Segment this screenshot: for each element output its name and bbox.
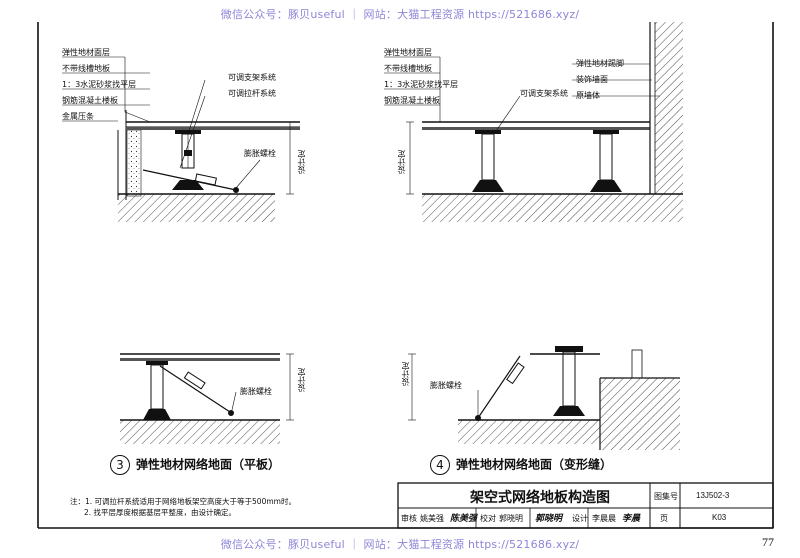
note-line: 2. 找平层厚度根据基层平整度，由设计确定。 xyxy=(84,508,237,517)
design-label: 设计 xyxy=(572,514,588,523)
design-signature: 李晨 xyxy=(622,514,641,524)
detail-1-bolt-label: 膨胀螺栓 xyxy=(244,149,276,158)
detail-2-layer-label: 弹性地材面层 xyxy=(384,48,432,57)
check-label: 校对 xyxy=(480,514,496,523)
detail-4-caption: 4 弹性地材网络地面（变形缝） xyxy=(430,455,612,475)
detail-2-support-label: 可调支架系统 xyxy=(520,89,568,98)
atlas-value: 13J502-3 xyxy=(696,491,730,500)
review-name: 姚美强 xyxy=(420,514,444,523)
detail-4-drawing xyxy=(408,346,680,450)
detail-1-layer-label: 金属压条 xyxy=(62,112,94,121)
detail-3-number: 3 xyxy=(110,455,130,475)
check-signature: 郭晓明 xyxy=(535,514,563,524)
detail-2-layer-labels: 弹性地材面层 不带线槽地板 1：3水泥砂浆找平层 钢筋混凝土楼板 xyxy=(384,45,458,109)
detail-2-drawing xyxy=(384,22,683,222)
watermark-top: 微信公众号：豚贝useful ｜ 网站：大猫工程资源 https://52168… xyxy=(220,8,580,21)
detail-2-layer-label: 1：3水泥砂浆找平层 xyxy=(384,80,459,89)
note-line: 注：1. 可调拉杆系统适用于网络地板架空高度大于等于500mm时。 xyxy=(70,497,296,506)
detail-1-layer-label: 弹性地材面层 xyxy=(62,48,110,57)
detail-4-bolt-label: 膨胀螺栓 xyxy=(430,381,462,390)
detail-3-caption: 3 弹性地材网络地面（平板） xyxy=(110,455,280,475)
detail-3-caption-text: 弹性地材网络地面（平板） xyxy=(136,457,281,472)
detail-2-wall-label: 装饰墙面 xyxy=(576,75,608,84)
detail-2-height-label: 设计定 xyxy=(397,150,406,174)
detail-1-support-label: 可调支架系统 xyxy=(228,73,276,82)
notes: 注：1. 可调拉杆系统适用于网络地板架空高度大于等于500mm时。 2. 找平层… xyxy=(70,496,296,518)
detail-4-height-label: 设计定 xyxy=(401,362,410,386)
detail-4-number: 4 xyxy=(430,455,450,475)
drawing-title: 架空式网络地板构造图 xyxy=(470,490,610,506)
detail-2-wall-label: 原墙体 xyxy=(576,91,600,100)
detail-1-layer-labels: 弹性地材面层 不带线槽地板 1：3水泥砂浆找平层 钢筋混凝土楼板 金属压条 xyxy=(62,45,136,125)
detail-4-caption-text: 弹性地材网络地面（变形缝） xyxy=(456,457,613,472)
detail-1-rod-label: 可调拉杆系统 xyxy=(228,89,276,98)
watermark-bottom: 微信公众号：豚贝useful ｜ 网站：大猫工程资源 https://52168… xyxy=(220,538,580,551)
check-name: 郭晓明 xyxy=(499,514,523,523)
atlas-label: 图集号 xyxy=(654,492,678,501)
design-name: 李晨晨 xyxy=(592,514,616,523)
detail-1-drawing xyxy=(62,56,300,222)
page-label: 页 xyxy=(660,514,668,523)
page-value: K03 xyxy=(712,513,727,522)
detail-1-layer-label: 不带线槽地板 xyxy=(62,64,110,73)
detail-2-wall-label: 弹性地材踢脚 xyxy=(576,59,624,68)
detail-3-bolt-label: 膨胀螺栓 xyxy=(240,387,272,396)
detail-1-height-label: 设计定 xyxy=(297,150,306,174)
detail-2-layer-label: 钢筋混凝土楼板 xyxy=(384,96,440,105)
review-label: 审核 xyxy=(401,514,417,523)
detail-2-layer-label: 不带线槽地板 xyxy=(384,64,432,73)
detail-1-layer-label: 钢筋混凝土楼板 xyxy=(62,96,118,105)
detail-1-layer-label: 1：3水泥砂浆找平层 xyxy=(62,80,137,89)
title-block-grid xyxy=(397,482,774,529)
review-signature: 陈美强 xyxy=(450,514,478,524)
detail-3-drawing xyxy=(120,353,294,444)
detail-3-height-label: 设计定 xyxy=(297,368,306,392)
page-number: 77 xyxy=(762,535,774,549)
detail-2-wall-labels: 弹性地材踢脚 装饰墙面 原墙体 xyxy=(576,56,624,104)
